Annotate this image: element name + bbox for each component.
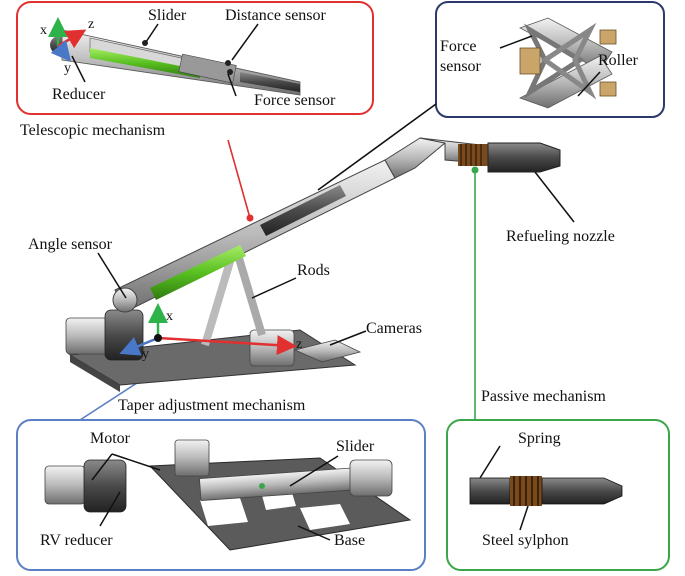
leader-slider-bottom [289,455,339,487]
leader-rv-reducer [99,491,121,527]
label-force-sensor-inset: Force sensor [440,38,481,75]
label-rods: Rods [297,262,330,279]
label-telescopic-mechanism: Telescopic mechanism [20,122,166,139]
label-top-axis-x: x [40,23,47,38]
telescopic-connector [227,139,251,219]
leader-force-sensor-top [227,73,237,97]
leader-force-sensor-inset [499,35,533,49]
label-refueling-nozzle: Refueling nozzle [506,228,615,245]
top-y-axis-arrow [50,40,72,62]
leader-base [297,525,331,541]
label-rv-reducer: RV reducer [40,532,113,549]
passive-connector-dot [471,166,479,174]
leader-steel-sylphon [519,505,529,531]
leader-angle-sensor [97,252,127,299]
label-slider-top: Slider [148,7,187,24]
label-angle-sensor: Angle sensor [28,236,112,253]
leader-distance-sensor [231,23,259,61]
leader-motor-a [91,453,113,481]
leader-slider-top [145,23,159,43]
label-steel-sylphon: Steel sylphon [482,532,569,549]
label-cameras: Cameras [366,320,422,337]
roller-assembly-drawing [519,17,617,109]
leader-motor-b [111,453,161,471]
label-force-sensor-top: Force sensor [254,92,336,109]
label-base: Base [334,532,366,549]
label-passive-mechanism: Passive mechanism [481,388,606,405]
force-connector [317,103,437,191]
label-roller: Roller [598,52,638,69]
main-z-axis-arrow [157,335,297,356]
label-main-axis-z: z [296,337,303,352]
label-distance-sensor: Distance sensor [225,7,326,24]
label-main-axis-y: y [142,347,149,362]
passive-inset-drawing [469,476,623,506]
label-taper-adjustment-mechanism: Taper adjustment mechanism [118,397,306,414]
label-spring: Spring [518,430,561,447]
main-y-axis-arrow [119,336,159,356]
leader-roller [577,71,601,97]
leader-refueling-nozzle [534,171,575,223]
label-top-axis-y: y [64,61,71,76]
label-top-axis-z: z [88,17,95,32]
leader-cameras [329,330,367,346]
label-slider-bottom: Slider [336,438,375,455]
label-reducer: Reducer [52,86,106,103]
telescopic-connector-dot [246,214,254,222]
label-motor: Motor [90,430,130,447]
label-main-axis-x: x [166,309,173,324]
leader-reducer [71,55,86,83]
main-origin [154,334,162,342]
leader-spring [479,445,501,479]
leader-rods [251,277,297,299]
